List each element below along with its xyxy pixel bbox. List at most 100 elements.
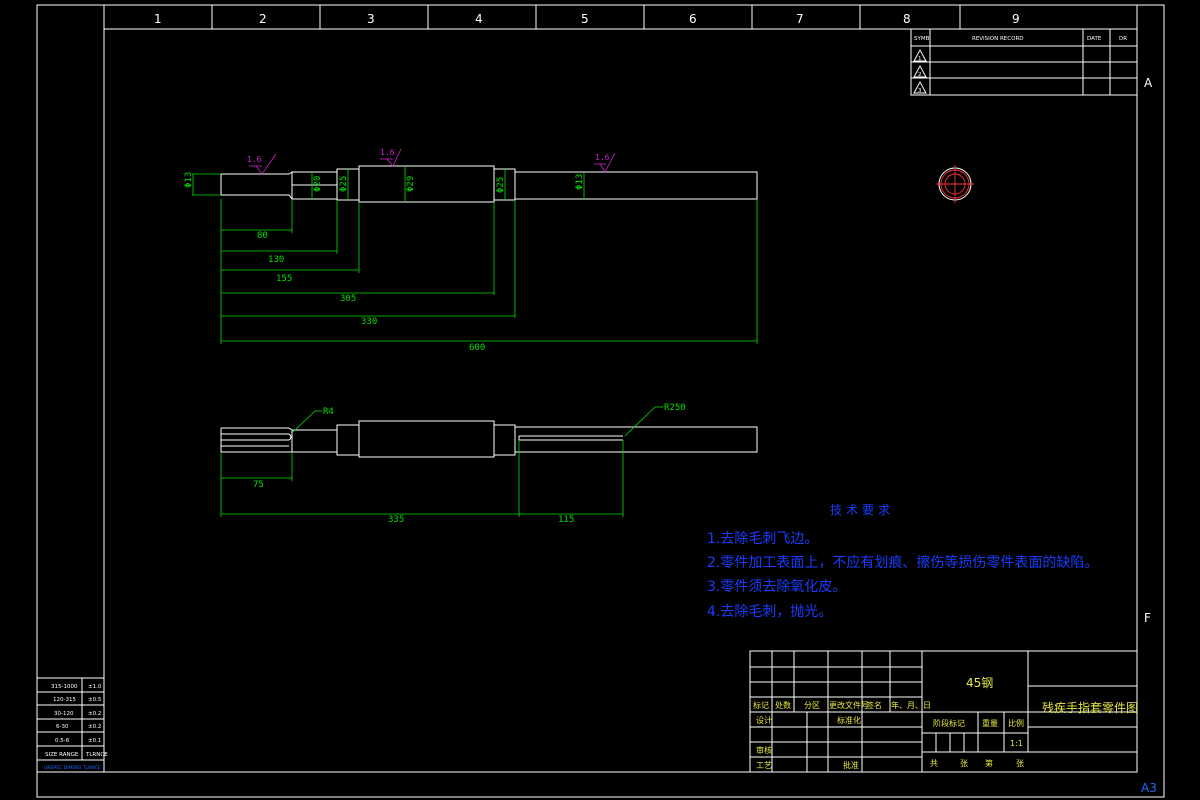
shaft-bottom-view bbox=[220, 420, 758, 458]
diameter-label: Φ29 bbox=[406, 176, 416, 192]
tb-label: 第 bbox=[985, 758, 993, 768]
rev-header: DR bbox=[1119, 36, 1127, 42]
rev-header: SYMB bbox=[914, 36, 930, 42]
tb-label: 比例 bbox=[1008, 718, 1024, 728]
tb-label: 年、月、日 bbox=[891, 700, 931, 710]
size-footer: UNSPEC DIMENS TLRNCE bbox=[44, 765, 101, 771]
size-header: SIZE RANGE bbox=[45, 752, 79, 758]
dim-label: 600 bbox=[469, 343, 485, 353]
scale-value: 1:1 bbox=[1010, 739, 1023, 748]
roughness-label: 1.6 bbox=[595, 153, 610, 162]
tb-label: 分区 bbox=[804, 701, 820, 710]
tolerance: ±0.2 bbox=[88, 724, 101, 730]
col-number: 7 bbox=[796, 12, 804, 26]
tb-label: 审核 bbox=[756, 745, 772, 755]
dim-label: 75 bbox=[253, 480, 264, 490]
tb-label: 工艺 bbox=[756, 761, 772, 770]
col-number: 2 bbox=[259, 12, 267, 26]
tb-label: 设计 bbox=[756, 715, 772, 725]
dim-label: 130 bbox=[268, 255, 284, 265]
tolerance: ±0.5 bbox=[88, 697, 102, 703]
tb-label: 张 bbox=[960, 759, 968, 768]
note-item: 4.去除毛刺，抛光。 bbox=[707, 604, 832, 620]
size-range: 0.5-6 bbox=[55, 738, 70, 744]
size-range: 120-315 bbox=[53, 697, 76, 703]
diameter-label: Φ25 bbox=[339, 176, 349, 192]
tb-label: 共 bbox=[930, 759, 938, 768]
note-item: 3.零件须去除氧化皮。 bbox=[707, 579, 846, 595]
col-number: 5 bbox=[581, 12, 589, 26]
outer-border bbox=[36, 4, 1165, 798]
rev-number: 1 bbox=[918, 56, 922, 62]
tb-label: 标准化 bbox=[837, 715, 861, 725]
diameter-label: Φ13 bbox=[184, 172, 194, 188]
roughness-icon bbox=[599, 152, 616, 173]
size-header: TLRNCE bbox=[85, 752, 108, 758]
col-number: 9 bbox=[1012, 12, 1020, 26]
tb-label: 签名 bbox=[866, 700, 882, 710]
tb-label: 重量 bbox=[982, 718, 998, 728]
col-number: 6 bbox=[689, 12, 697, 26]
dim-label: 305 bbox=[340, 294, 356, 304]
tb-label: 阶段标记 bbox=[933, 718, 965, 728]
tolerance: ±0.2 bbox=[88, 711, 101, 717]
col-number: 4 bbox=[475, 12, 483, 26]
drawing-name: 残疾手指套零件图 bbox=[1042, 700, 1138, 715]
rev-header: REVISION RECORD bbox=[972, 36, 1024, 42]
size-range: 6-30 bbox=[56, 724, 69, 730]
column-dividers bbox=[211, 5, 961, 29]
revision-table: SYMB REVISION RECORD DATE DR 1 2 3 bbox=[910, 28, 1138, 96]
dim-label: 115 bbox=[558, 515, 574, 525]
rev-number: 2 bbox=[918, 72, 922, 78]
length-dims-bottom: 75 335 115 bbox=[220, 440, 624, 525]
size-range: 30-120 bbox=[54, 711, 74, 717]
radius-label: R4 bbox=[323, 407, 334, 417]
tolerance: ±1.0 bbox=[88, 684, 102, 690]
roughness-label: 1.6 bbox=[247, 155, 262, 164]
shaft-front-view bbox=[220, 165, 758, 203]
column-numbers: 1 2 3 4 5 6 7 8 9 bbox=[154, 12, 1020, 26]
revision-triangle-icon bbox=[913, 64, 927, 78]
size-tolerance-table: 315-1000 ±1.0 120-315 ±0.5 30-120 ±0.2 6… bbox=[36, 677, 108, 773]
dim-label: 155 bbox=[276, 274, 292, 284]
roughness-label: 1.6 bbox=[380, 148, 395, 157]
side-view-circle bbox=[936, 165, 974, 203]
inner-border bbox=[103, 28, 1138, 773]
radius-label: R250 bbox=[664, 403, 686, 413]
col-number: 1 bbox=[154, 12, 162, 26]
tb-label: 处数 bbox=[775, 700, 791, 710]
note-item: 1.去除毛刺飞边。 bbox=[707, 531, 818, 547]
radius-callouts: R4 R250 bbox=[292, 403, 686, 437]
col-number: 3 bbox=[367, 12, 375, 26]
diameter-label: Φ20 bbox=[313, 176, 323, 192]
tb-label: 批准 bbox=[843, 760, 859, 770]
tb-label: 张 bbox=[1016, 759, 1024, 768]
rev-number: 3 bbox=[918, 88, 922, 94]
row-letter: F bbox=[1144, 611, 1151, 625]
notes-title: 技术要求 bbox=[830, 503, 894, 517]
material: 45钢 bbox=[966, 676, 993, 690]
dim-label: 80 bbox=[257, 231, 268, 241]
roughness-icon bbox=[255, 153, 277, 175]
diameter-dims: Φ13 Φ20 Φ25 Φ29 Φ25 Φ13 bbox=[184, 166, 585, 202]
rev-header: DATE bbox=[1087, 36, 1102, 42]
tb-label: 标记 bbox=[753, 700, 769, 710]
row-letter: A bbox=[1144, 76, 1153, 90]
revision-triangle-icon bbox=[913, 48, 927, 62]
technical-notes: 技术要求 1.去除毛刺飞边。 2.零件加工表面上，不应有划痕、擦伤等损伤零件表面… bbox=[707, 503, 1098, 620]
size-range: 315-1000 bbox=[51, 684, 78, 690]
roughness-symbols: 1.6 1.6 1.6 bbox=[247, 148, 616, 175]
length-dims-top: 80 130 155 305 330 600 bbox=[220, 199, 758, 353]
roughness-icon bbox=[386, 148, 402, 167]
tolerance: ±0.1 bbox=[88, 738, 101, 744]
diameter-label: Φ25 bbox=[496, 177, 506, 193]
diameter-label: Φ13 bbox=[575, 174, 585, 190]
tb-label: 更改文件号 bbox=[829, 700, 869, 710]
revision-triangle-icon bbox=[913, 80, 927, 94]
sheet-size-label: A3 bbox=[1141, 781, 1157, 795]
title-block: 45钢 残疾手指套零件图 标记 处数 分区 更改文件号 签名 年、月、日 设计 … bbox=[749, 650, 1138, 773]
col-number: 8 bbox=[903, 12, 911, 26]
dim-label: 330 bbox=[361, 317, 377, 327]
note-item: 2.零件加工表面上，不应有划痕、擦伤等损伤零件表面的缺陷。 bbox=[707, 554, 1098, 571]
